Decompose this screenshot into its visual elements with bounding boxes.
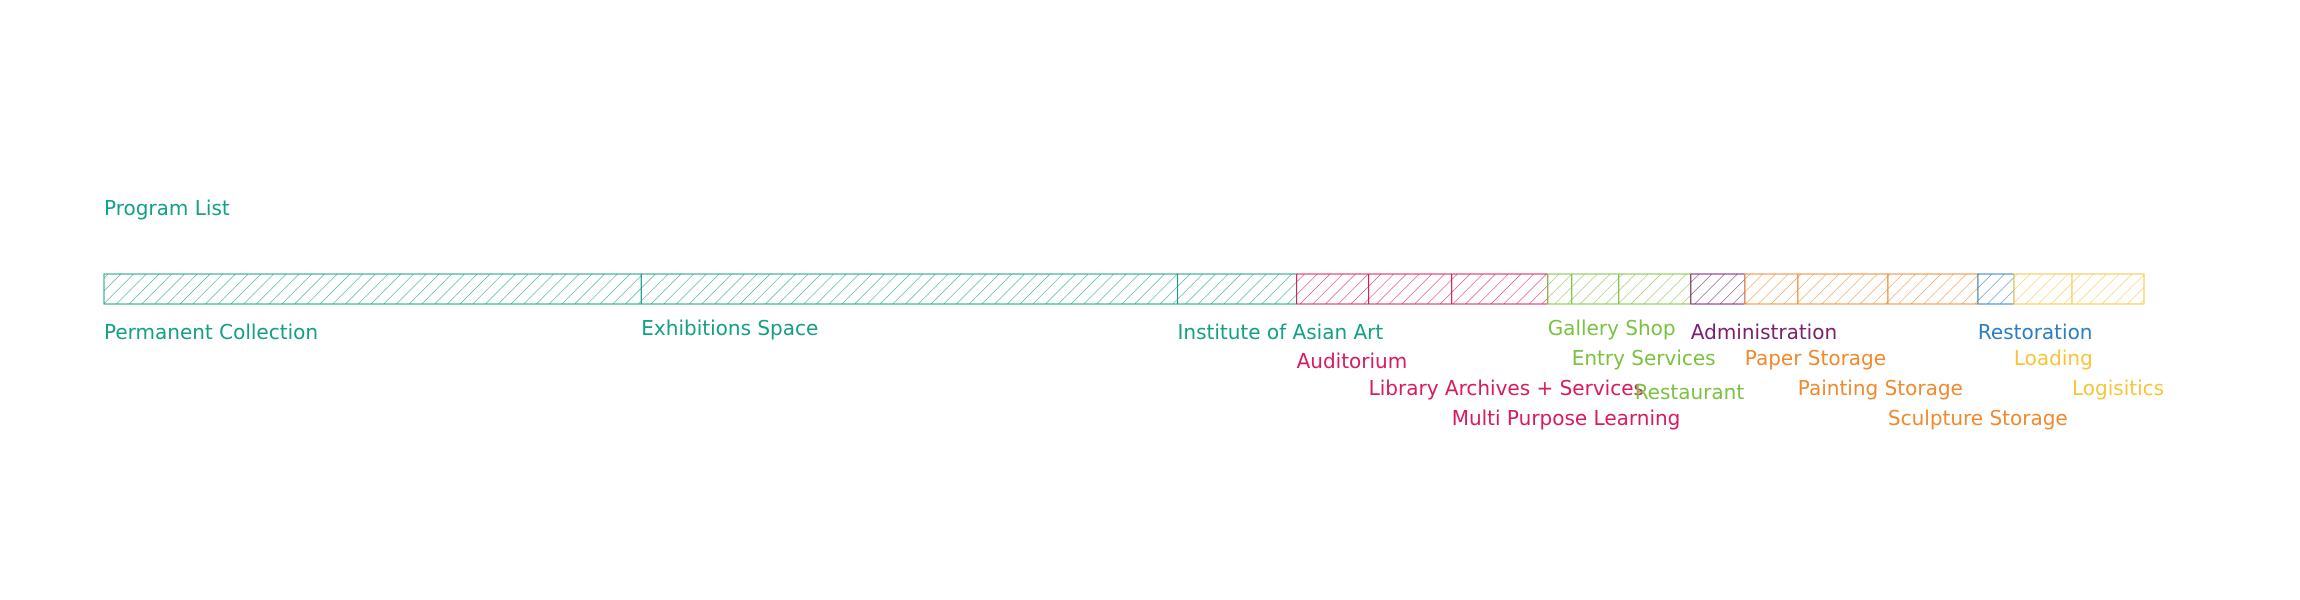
segment-label-sculpture-storage: Sculpture Storage <box>1887 406 2068 430</box>
segment-exhibitions-space <box>640 273 1179 305</box>
segment-label-paper-storage: Paper Storage <box>1744 346 1887 370</box>
segment-label-logisitics: Logisitics <box>2072 376 2165 400</box>
segment-library-archives-services <box>1368 273 1453 305</box>
segment-sculpture-storage <box>1887 273 1979 305</box>
segment-label-permanent-collection: Permanent Collection <box>104 320 319 344</box>
program-list-title: Program List <box>104 196 230 220</box>
segment-gallery-shop <box>1547 273 1573 305</box>
segment-label-institute-of-asian-art: Institute of Asian Art <box>1177 320 1384 344</box>
segment-label-multi-purpose-learning: Multi Purpose Learning <box>1451 406 1681 430</box>
segment-auditorium <box>1296 273 1370 305</box>
segment-label-administration: Administration <box>1690 320 1838 344</box>
segment-loading <box>2013 273 2073 305</box>
segment-paper-storage <box>1744 273 1799 305</box>
segment-label-auditorium: Auditorium <box>1296 349 1408 373</box>
segment-institute-of-asian-art <box>1177 273 1298 305</box>
segment-permanent-collection <box>103 273 642 305</box>
segment-label-loading: Loading <box>2013 346 2093 370</box>
program-bar <box>103 273 2145 305</box>
segment-label-restoration: Restoration <box>1977 320 2093 344</box>
segment-logisitics <box>2071 273 2145 305</box>
segment-restoration <box>1977 273 2015 305</box>
segment-entry-services <box>1571 273 1620 305</box>
segment-multi-purpose-learning <box>1451 273 1549 305</box>
segment-label-gallery-shop: Gallery Shop <box>1547 316 1676 340</box>
segment-label-exhibitions-space: Exhibitions Space <box>641 316 819 340</box>
segment-painting-storage <box>1797 273 1889 305</box>
segment-label-library-archives-services: Library Archives + Services <box>1368 376 1644 400</box>
segment-label-restaurant: Restaurant <box>1634 380 1745 404</box>
segment-label-entry-services: Entry Services <box>1571 346 1716 370</box>
segment-administration <box>1690 273 1746 305</box>
segment-label-painting-storage: Painting Storage <box>1797 376 1963 400</box>
segment-restaurant <box>1618 273 1692 305</box>
